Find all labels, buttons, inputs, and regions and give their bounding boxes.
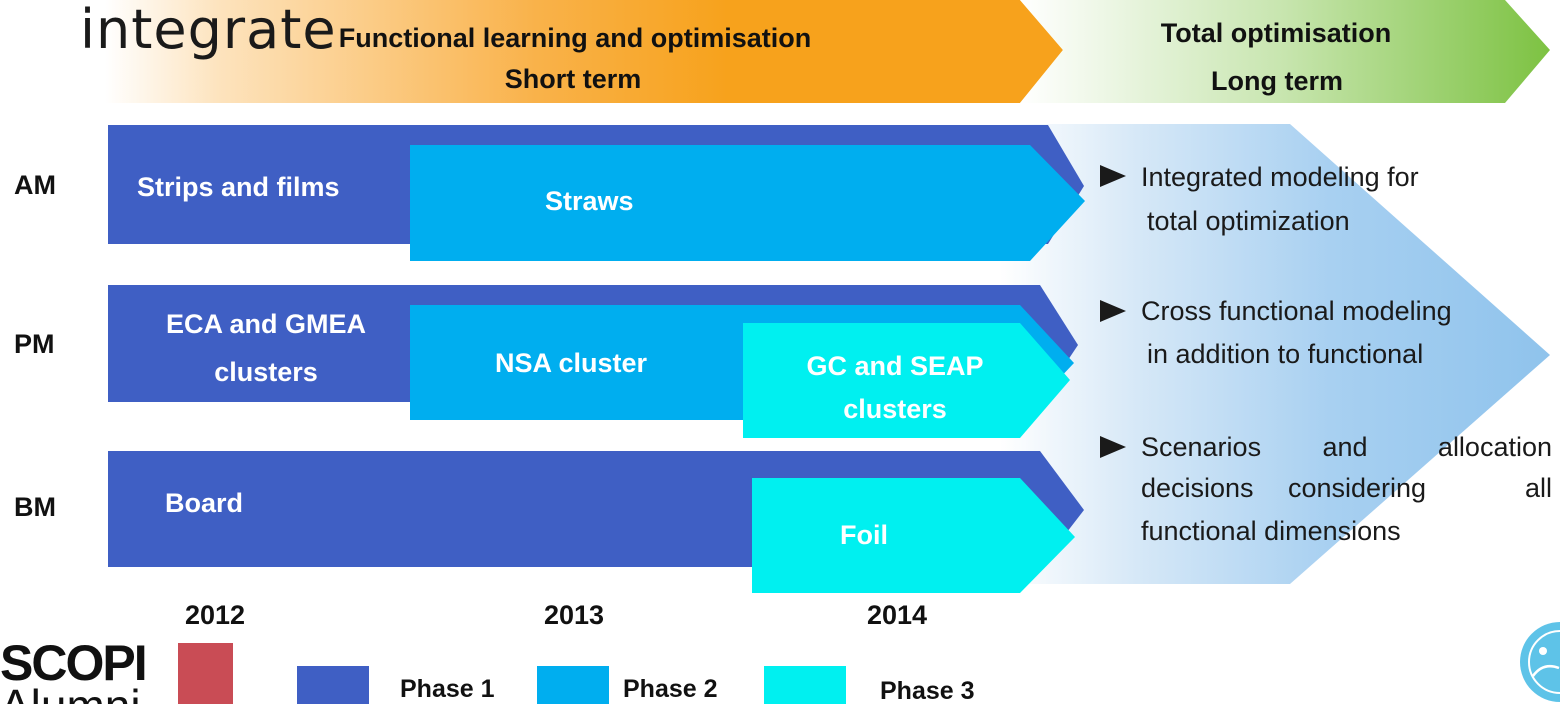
legend-phase1-label: Phase 1 <box>400 675 495 703</box>
long-term-subtitle: Long term <box>1211 66 1343 96</box>
year-2012: 2012 <box>185 600 245 630</box>
am-phase1-label: Strips and films <box>137 172 340 202</box>
pm-phase1-label-line1: ECA and GMEA <box>166 309 366 339</box>
note-2-line1: Cross functional modeling <box>1141 296 1452 326</box>
short-term-header-arrow <box>105 0 1063 103</box>
am-phase2-label: Straws <box>545 186 634 216</box>
pm-phase2-label: NSA cluster <box>495 348 648 378</box>
note-3-line3: functional dimensions <box>1141 516 1401 546</box>
note-3-line1-word3: allocation <box>1438 432 1552 462</box>
bm-phase3-label: Foil <box>840 520 888 550</box>
pm-phase1-label-line2: clusters <box>214 357 318 387</box>
logo-scopi: SCOPI <box>0 635 146 691</box>
legend-phase1-swatch <box>297 666 369 704</box>
row-label-bm: BM <box>14 492 56 522</box>
long-term-title: Total optimisation <box>1161 18 1392 48</box>
watermark-text: integrate <box>80 0 337 61</box>
corner-badge-icon <box>1520 622 1560 702</box>
year-2014: 2014 <box>867 600 927 630</box>
legend-phase2-label: Phase 2 <box>623 675 718 703</box>
logo-alumni: Alumni <box>0 680 141 704</box>
logo-red-block <box>178 643 233 704</box>
row-label-am: AM <box>14 170 56 200</box>
note-1-line2: total optimization <box>1147 206 1350 236</box>
long-term-header-arrow <box>1020 0 1550 103</box>
note-1-line1: Integrated modeling for <box>1141 162 1419 192</box>
pm-phase3-bar <box>743 323 1070 438</box>
note-3-line1-word2: and <box>1322 432 1367 462</box>
legend-phase3-swatch <box>764 666 846 704</box>
note-3-line1-word1: Scenarios <box>1141 432 1261 462</box>
note-2-triangle-icon <box>1100 300 1126 322</box>
year-2013: 2013 <box>544 600 604 630</box>
note-2-line2: in addition to functional <box>1147 339 1423 369</box>
long-term-arrow <box>1000 124 1550 584</box>
pm-phase3-label-line2: clusters <box>843 394 947 424</box>
am-phase2-bar <box>410 145 1085 261</box>
bm-phase3-bar <box>752 478 1075 593</box>
short-term-title: Functional learning and optimisation <box>339 23 812 53</box>
legend-phase3-label: Phase 3 <box>880 677 975 704</box>
short-term-subtitle: Short term <box>505 64 642 94</box>
note-3-line2-word2: considering <box>1288 473 1426 503</box>
note-3-line2-word3: all <box>1525 473 1552 503</box>
note-1-triangle-icon <box>1100 165 1126 187</box>
pm-phase3-label-line1: GC and SEAP <box>806 351 983 381</box>
row-label-pm: PM <box>14 329 55 359</box>
note-3-triangle-icon <box>1100 436 1126 458</box>
legend-phase2-swatch <box>537 666 609 704</box>
note-3-line2-word1: decisions <box>1141 473 1254 503</box>
bm-phase1-label: Board <box>165 488 243 518</box>
